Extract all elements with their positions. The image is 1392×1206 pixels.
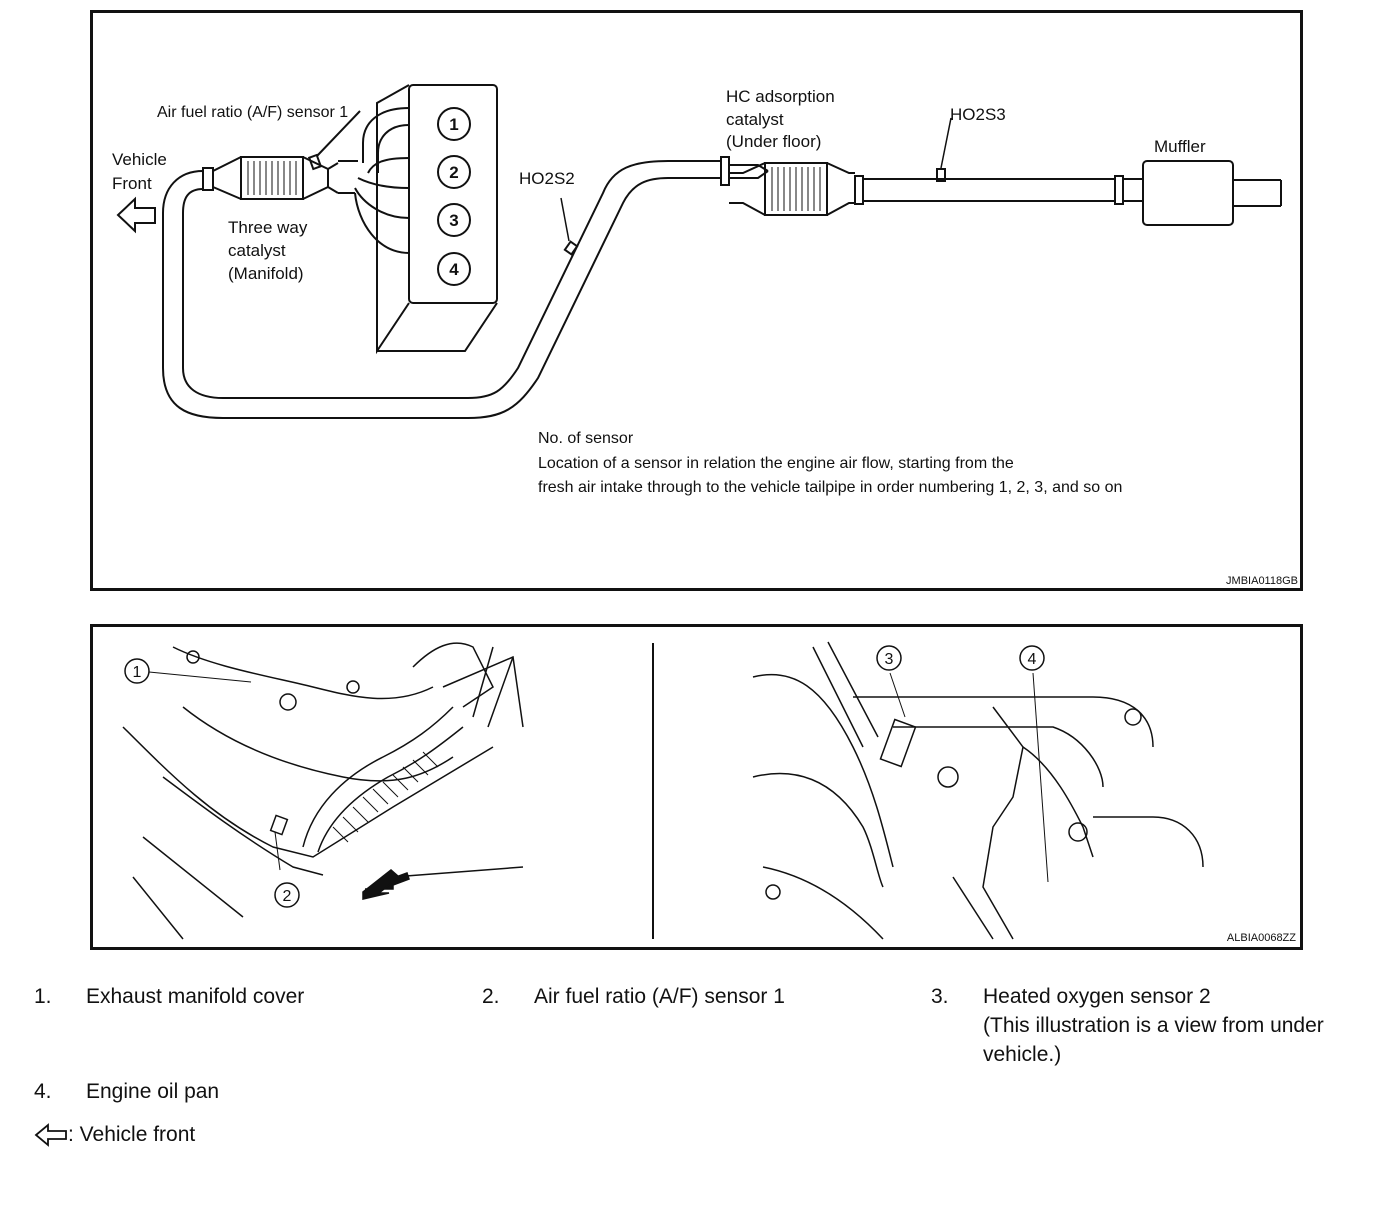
- legend-text: Exhaust manifold cover: [86, 985, 305, 1008]
- sensor-location-svg: 1 2 3 4 ALBIA0068ZZ: [122, 641, 1296, 944]
- sensor-note-title: No. of sensor: [538, 430, 634, 447]
- cylinder-4-label: 4: [449, 260, 459, 279]
- legend-text-line2: (This illustration is a view from under: [983, 1014, 1324, 1037]
- manifold-runner: [362, 107, 410, 163]
- ho2s3-marker: [936, 168, 946, 182]
- left-panel-illustration: [122, 642, 524, 940]
- three-way-catalyst-label-line1: Three way: [228, 218, 308, 237]
- legend-item-2: 2. Air fuel ratio (A/F) sensor 1: [482, 982, 902, 1012]
- figure-code-bottom: ALBIA0068ZZ: [1227, 932, 1296, 944]
- callout-3: 3: [885, 651, 894, 668]
- hc-catalyst-label-line1: HC adsorption: [726, 87, 835, 106]
- exhaust-system-diagram: 1 2 3 4 Air fuel ratio (A/F) sensor 1 Ve…: [90, 10, 1303, 591]
- af-sensor-1-label: Air fuel ratio (A/F) sensor 1: [157, 104, 348, 121]
- muffler-label: Muffler: [1154, 137, 1206, 156]
- right-panel-illustration: [752, 641, 1204, 940]
- ho2s3-label: HO2S3: [950, 105, 1006, 124]
- legend-item-1: 1. Exhaust manifold cover: [34, 982, 454, 1012]
- vehicle-front-label-line1: Vehicle: [112, 150, 167, 169]
- af-sensor-1-marker: [307, 153, 323, 171]
- ho2s2-marker: [563, 240, 579, 256]
- three-way-catalyst: [240, 156, 304, 200]
- sensor-location-photos: 1 2 3 4 ALBIA0068ZZ: [90, 624, 1303, 950]
- vehicle-front-arrow-icon: [362, 869, 401, 900]
- sensor-note-line2: fresh air intake through to the vehicle …: [538, 479, 1122, 496]
- cylinder-3-circle: [437, 203, 471, 237]
- vehicle-front-label-line2: Front: [112, 174, 152, 193]
- vehicle-front-legend-text: : Vehicle front: [68, 1123, 196, 1146]
- cylinder-2-circle: [437, 155, 471, 189]
- sensor-note-line1: Location of a sensor in relation the eng…: [538, 455, 1014, 472]
- cylinder-2-label: 2: [449, 163, 458, 182]
- legend-num: 2.: [482, 985, 500, 1008]
- cylinder-1-circle: [437, 107, 471, 141]
- legend-num: 1.: [34, 985, 52, 1008]
- engine-block: [408, 84, 498, 304]
- legend-text-line3: vehicle.): [983, 1043, 1062, 1066]
- muffler: [1142, 160, 1234, 226]
- hc-adsorption-catalyst: [764, 162, 828, 216]
- hc-catalyst-label-line2: catalyst: [726, 110, 784, 129]
- legend-item-3: 3. Heated oxygen sensor 2 (This illustra…: [931, 982, 1371, 1072]
- cylinder-1-label: 1: [449, 115, 458, 134]
- three-way-catalyst-label-line3: (Manifold): [228, 264, 304, 283]
- vehicle-front-arrow-icon: [34, 1123, 67, 1147]
- callout-4: 4: [1028, 651, 1037, 668]
- legend-num: 3.: [931, 985, 949, 1008]
- legend-item-4: 4. Engine oil pan: [34, 1077, 454, 1107]
- vehicle-front-arrow-icon: [116, 196, 156, 234]
- exhaust-system-svg: 1 2 3 4 Air fuel ratio (A/F) sensor 1 Ve…: [112, 84, 1298, 587]
- vehicle-front-legend: : Vehicle front: [34, 1123, 195, 1147]
- legend-text: Heated oxygen sensor 2: [983, 985, 1211, 1008]
- ho2s2-sensor-sketch: [879, 718, 917, 768]
- front-pipe: [162, 170, 721, 419]
- three-way-catalyst-label-line2: catalyst: [228, 241, 286, 260]
- legend-text: Air fuel ratio (A/F) sensor 1: [534, 985, 785, 1008]
- callout-1: 1: [133, 664, 142, 681]
- cylinder-3-label: 3: [449, 211, 458, 230]
- ho2s2-label: HO2S2: [519, 169, 575, 188]
- cylinder-4-circle: [437, 252, 471, 286]
- engine-side: [376, 84, 410, 355]
- figure-code-top: JMBIA0118GB: [1226, 575, 1298, 587]
- legend-num: 4.: [34, 1080, 52, 1103]
- callout-2: 2: [283, 888, 292, 905]
- hc-catalyst-label-line3: (Under floor): [726, 132, 821, 151]
- legend-text: Engine oil pan: [86, 1080, 220, 1103]
